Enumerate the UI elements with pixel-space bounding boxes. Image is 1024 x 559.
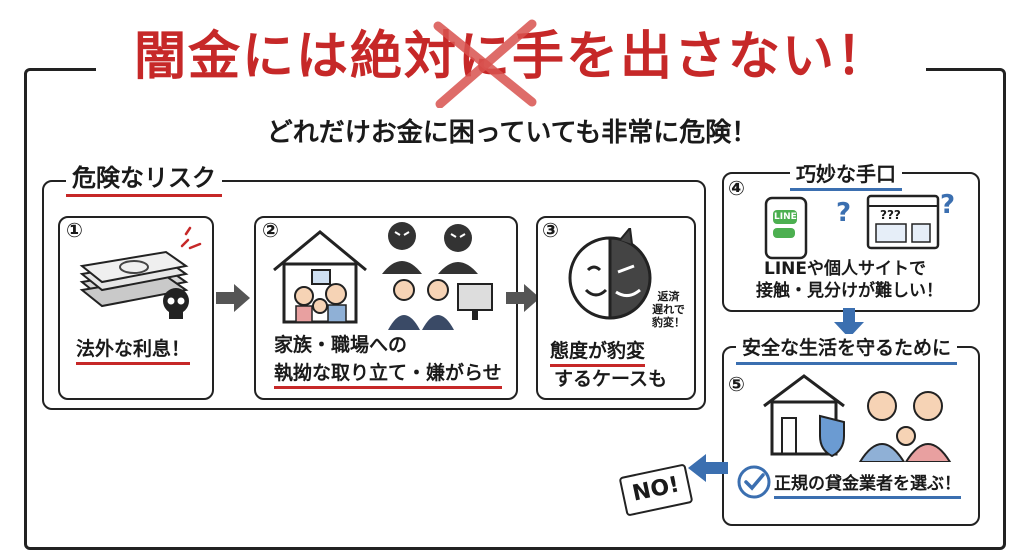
risk-caption-harassment-line1: 家族・職場への [274,334,408,356]
line-badge: LINE [774,212,797,222]
house-family-icon [273,230,367,324]
thugs-icon [382,222,478,274]
arrow-down-icon [834,308,864,338]
risk-caption-harassment-line2: 執拗な取り立て・嫌がらせ [274,360,502,389]
safety-caption: 正規の貸金業者を選ぶ！ [774,472,961,499]
family-icon [858,391,952,462]
arrow-right-icon [216,284,250,312]
tactics-number: ④ [728,176,745,200]
risk-card-number: ③ [542,218,559,242]
house-shield-icon [763,374,845,458]
arrow-right-icon [506,284,540,312]
cross-mark-icon [433,19,537,108]
check-circle-icon [737,465,771,499]
smartphone-icon [764,196,808,260]
no-sign-text: NO! [630,472,682,507]
skull-icon [163,288,189,319]
note-text: 返済 遅れで 豹変！ [652,290,685,329]
safety-section-heading: 安全な生活を守るために [736,334,958,365]
tactics-section-heading: 巧妙な手口 [790,160,902,191]
tactics-caption-line2: 接触・見分けが難しい！ [756,281,943,301]
note-line2: 遅れで [652,303,685,316]
risk-caption-attitude-line1: 態度が豹変 [550,338,646,367]
arrow-left-icon [688,454,728,482]
question-mark-icon: ? [836,198,852,228]
page-subtitle: どれだけお金に困っていても非常に危険！ [266,118,758,148]
money-stack-icon [79,250,189,308]
risk-caption-attitude-line2: するケースも [554,368,668,390]
browser-text: ??? [880,208,901,222]
risk-card-number: ② [262,218,279,242]
note-line3: 豹変！ [652,316,685,329]
note-line1: 返済 [657,290,680,303]
risk-section-heading: 危険なリスク [66,162,222,197]
office-workers-icon [388,279,493,330]
tactics-caption-line1: LINEや個人サイトで [764,259,926,279]
risk-card-interest [58,216,214,400]
two-faced-icon [568,228,652,320]
risk-caption-interest: 法外な利息！ [76,336,191,365]
risk-card-number: ① [66,218,83,242]
browser-window-icon [866,194,940,250]
safety-number: ⑤ [728,372,745,396]
alert-lines-icon [180,226,202,250]
question-mark-icon: ? [940,190,956,220]
